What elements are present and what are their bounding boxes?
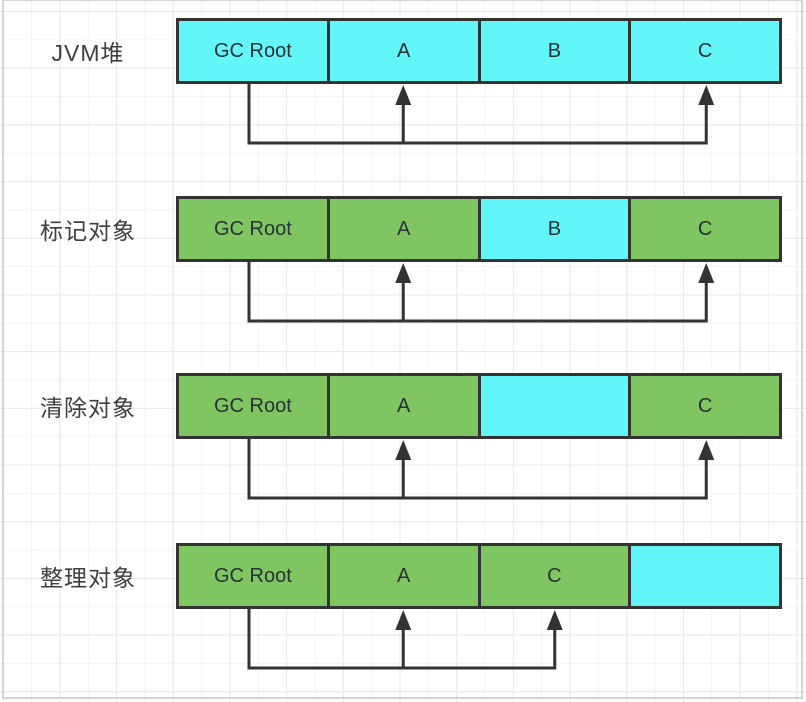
row-label-0: JVM堆 <box>51 40 125 66</box>
gcroot-connector-row-1 <box>247 260 708 323</box>
gcroot-connector-row-0 <box>247 82 708 145</box>
row-label-2: 清除对象 <box>40 395 136 421</box>
gcroot-connector-row-3 <box>247 607 557 670</box>
memory-cell-free-2 <box>477 373 632 439</box>
memory-cell-b: B <box>477 18 632 84</box>
memory-cell-b: B <box>477 196 632 262</box>
canvas-border-left <box>2 0 4 699</box>
row-label-3: 整理对象 <box>40 565 136 591</box>
memory-cell-c: C <box>628 196 782 262</box>
arrowhead-row-2-to-A <box>395 440 412 460</box>
memory-cell-a: A <box>326 373 481 439</box>
arrowhead-row-2-to-C <box>698 440 715 460</box>
arrowhead-row-0-to-A <box>395 85 412 105</box>
memory-cell-a: A <box>326 196 481 262</box>
canvas-border-bottom <box>2 697 803 699</box>
arrowhead-row-1-to-A <box>395 263 412 283</box>
arrowhead-row-3-to-A <box>395 610 412 630</box>
row-label-1: 标记对象 <box>40 218 136 244</box>
gcroot-connector-row-2 <box>247 437 708 500</box>
memory-cell-a: A <box>326 18 481 84</box>
canvas-border-right <box>801 0 803 699</box>
memory-cell-gc-root: GC Root <box>176 373 330 439</box>
arrowhead-row-1-to-C <box>698 263 715 283</box>
canvas-border-top <box>2 0 803 1</box>
memory-cell-gc-root: GC Root <box>176 18 330 84</box>
memory-cell-c: C <box>477 543 632 609</box>
memory-cell-free-3 <box>628 543 782 609</box>
memory-cell-a: A <box>326 543 481 609</box>
memory-cell-c: C <box>628 373 782 439</box>
memory-cell-gc-root: GC Root <box>176 196 330 262</box>
memory-cell-gc-root: GC Root <box>176 543 330 609</box>
memory-cell-c: C <box>628 18 782 84</box>
arrowhead-row-0-to-C <box>698 85 715 105</box>
arrowhead-row-3-to-C <box>546 610 563 630</box>
